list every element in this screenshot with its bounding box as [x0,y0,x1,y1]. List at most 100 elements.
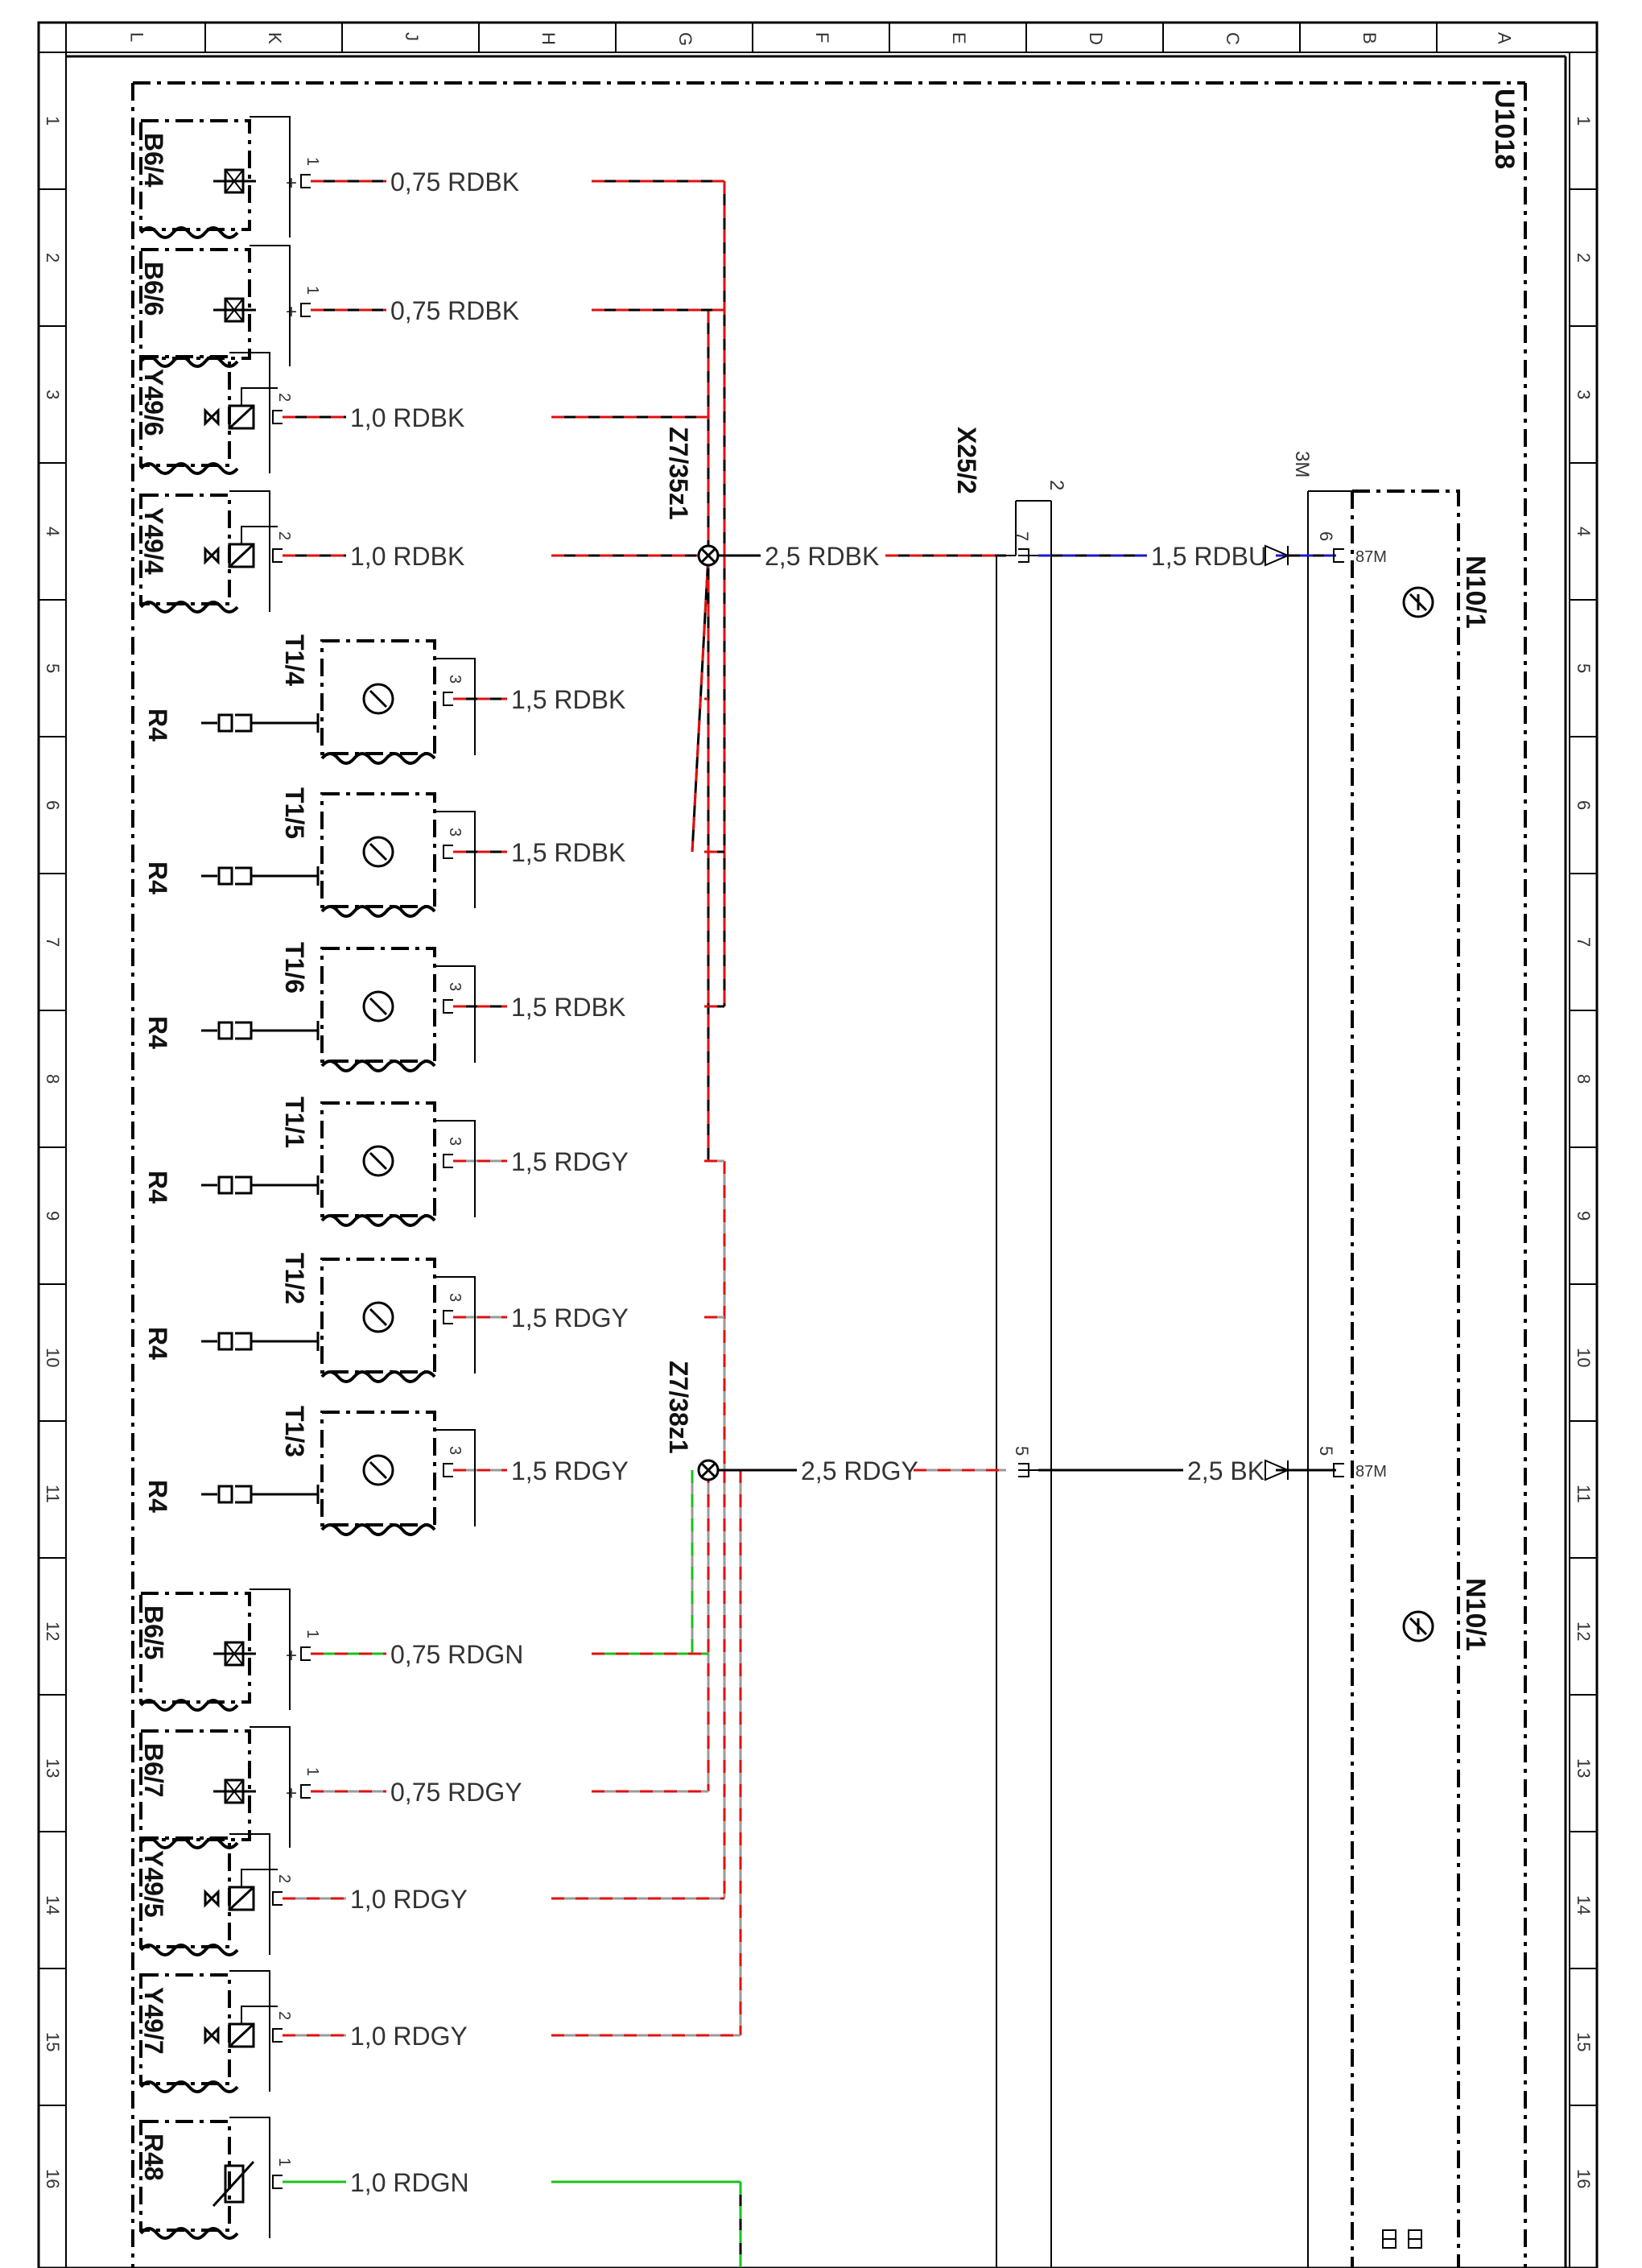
pin-number: 1 [303,157,321,166]
wire-label: 0,75 RDBK [390,167,519,196]
wire-label: 1,5 RDGY [511,1303,629,1332]
wire-label: 1,0 RDBK [350,403,464,432]
component-label: Y49/4 [139,507,168,575]
n10-1-label-top: N10/1 [1460,556,1491,629]
n10-1-pin-5: 5 [1316,1446,1336,1456]
component-label-r4: R4 [143,1327,172,1360]
wire-label: 1,5 RDGY [511,1147,629,1176]
x25-2-pin-7: 7 [1012,531,1032,541]
module-n10-1 [1307,490,1460,2268]
column-letter: J [402,32,422,41]
component-label: T1/6 [280,942,309,994]
wire-label: 1,0 RDGN [350,2168,469,2197]
component-label: T1/1 [280,1097,309,1148]
pin-number: 3 [446,1293,464,1302]
row-number-left: 8 [43,1074,63,1084]
plus-sign: + [286,1783,297,1804]
column-letter: L [127,32,147,42]
row-number-left: 1 [43,116,63,126]
component-label: B6/5 [139,1605,168,1660]
component-label: Y49/7 [139,1987,168,2055]
plus-sign: + [286,301,297,323]
component-label: T1/4 [280,634,309,686]
row-number-left: 10 [43,1348,63,1367]
column-letter: K [265,32,285,44]
transistor-icon [1402,586,1434,1642]
wire-label: 1,0 RDBK [350,542,464,571]
component-label-r4: R4 [143,1480,172,1513]
assembly-boundary [131,81,1527,2268]
pin-number: 3 [446,828,464,837]
wire-label: 1,5 RDBK [511,838,625,867]
component-label-r4: R4 [143,708,172,742]
row-number-left: 11 [43,1485,63,1503]
plus-sign: + [286,1645,297,1667]
component-label: Y49/6 [139,369,168,436]
pin-number: 1 [303,1630,321,1638]
wire-label-n10-bottom: 2,5 BK [1187,1456,1265,1485]
n10-1-pin-6: 6 [1316,531,1336,541]
row-number-left: 12 [43,1621,63,1641]
row-number-right: 15 [1574,2032,1594,2051]
column-letter: G [675,32,695,46]
column-letter: E [949,32,969,44]
component-label-r4: R4 [143,861,172,894]
row-number-right: 16 [1574,2169,1594,2188]
row-number-right: 7 [1574,937,1594,947]
row-number-right: 5 [1574,663,1594,673]
row-number-right: 13 [1574,1758,1594,1778]
component-label: B6/7 [139,1743,168,1798]
row-number-left: 13 [43,1758,63,1778]
splice-z7-38z1-label: Z7/38z1 [664,1361,693,1454]
component-label-r4: R4 [143,1016,172,1049]
x25-2-label: X25/2 [952,427,981,494]
column-letter: A [1495,32,1515,44]
wire-label: 1,5 RDBK [511,685,625,714]
row-number-left: 5 [43,663,63,673]
wire-label: 1,0 RDGY [350,2022,468,2051]
wire-label: 0,75 RDGN [390,1640,523,1669]
device-t1-4: R4 T1/4 3 1,5 RDBK [143,634,625,765]
branch-wires [283,180,741,2183]
pin-terminals [1018,544,1344,1481]
wire-label-main-bottom: 2,5 RDGY [801,1456,918,1485]
row-number-right: 6 [1574,800,1594,810]
row-number-right: 9 [1574,1211,1594,1221]
ground-icon [1382,2229,1422,2249]
column-letter: B [1359,32,1380,44]
pin-number: 2 [275,1874,293,1883]
wire-label: 0,75 RDBK [390,296,519,325]
row-number-right: 4 [1574,527,1594,536]
n10-1-label-bottom: N10/1 [1460,1578,1491,1651]
component-label: R48 [139,2134,168,2181]
row-number-right: 8 [1574,1074,1594,1084]
row-number-left: 6 [43,800,63,810]
row-number-right: 11 [1574,1485,1594,1503]
column-letter: D [1086,32,1106,45]
component-label: T1/3 [280,1406,309,1457]
row-number-left: 2 [43,253,63,262]
row-number-right: 12 [1574,1621,1594,1641]
pin-number: 3 [446,982,464,991]
row-number-left: 9 [43,1211,63,1221]
component-label: Y49/5 [139,1850,168,1918]
pin-number: 3 [446,675,464,684]
row-number-right: 10 [1574,1348,1594,1367]
pin-number: 1 [303,286,321,295]
pin-number: 3 [446,1446,464,1455]
pin-number: 1 [303,1767,321,1776]
plus-sign: + [286,172,297,194]
splice-icon [697,544,720,1481]
